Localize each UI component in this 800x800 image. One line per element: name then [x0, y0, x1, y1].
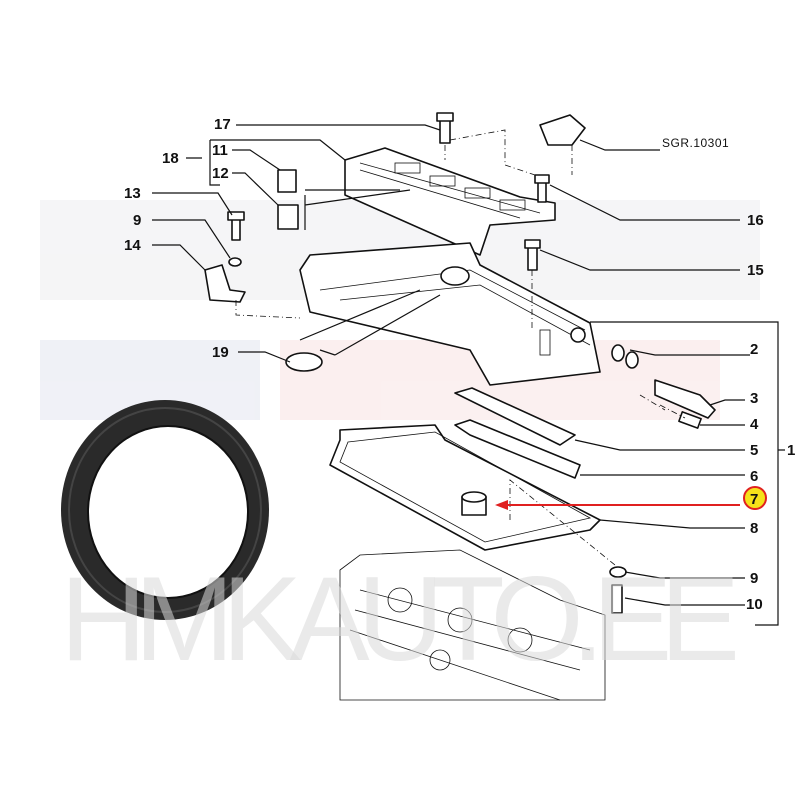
callout-4[interactable]: 4: [750, 416, 759, 433]
callout-labels: 17 18 11 12 13 9 14 16 15 19 2 3 4 5 1 6…: [124, 116, 795, 613]
callout-6[interactable]: 6: [750, 468, 758, 485]
oil-seal-photo: [61, 400, 269, 620]
guide-lines: [235, 129, 686, 566]
watermark-text: HMKAUTO.EE: [60, 552, 740, 686]
callout-1[interactable]: 1: [787, 442, 795, 459]
callout-10[interactable]: 10: [746, 596, 763, 613]
callout-16[interactable]: 16: [747, 212, 764, 229]
highlight-badge: [743, 486, 767, 510]
callout-17[interactable]: 17: [214, 116, 231, 133]
callout-13[interactable]: 13: [124, 185, 141, 202]
callout-14[interactable]: 14: [124, 237, 141, 254]
cylinder-head: [339, 549, 606, 701]
callout-12[interactable]: 12: [212, 165, 229, 182]
callout-15[interactable]: 15: [747, 262, 764, 279]
callout-2[interactable]: 2: [750, 341, 758, 358]
leader-lines: [152, 124, 785, 626]
callout-7-highlighted[interactable]: 7: [750, 491, 758, 508]
callout-11[interactable]: 11: [212, 142, 228, 159]
callout-19[interactable]: 19: [212, 344, 229, 361]
callout-3[interactable]: 3: [750, 390, 758, 407]
callout-5[interactable]: 5: [750, 442, 758, 459]
part-7-seal: [461, 491, 487, 516]
small-parts: [204, 112, 716, 614]
reference-code-label: SGR.10301: [662, 136, 729, 150]
callout-8[interactable]: 8: [750, 520, 758, 537]
callout-9-lower[interactable]: 9: [750, 570, 758, 587]
cam-cover: [299, 242, 601, 386]
callout-18[interactable]: 18: [162, 150, 179, 167]
cover-plate: [344, 147, 556, 256]
highlight-arrow: [495, 500, 740, 510]
callout-9-upper[interactable]: 9: [133, 212, 141, 229]
